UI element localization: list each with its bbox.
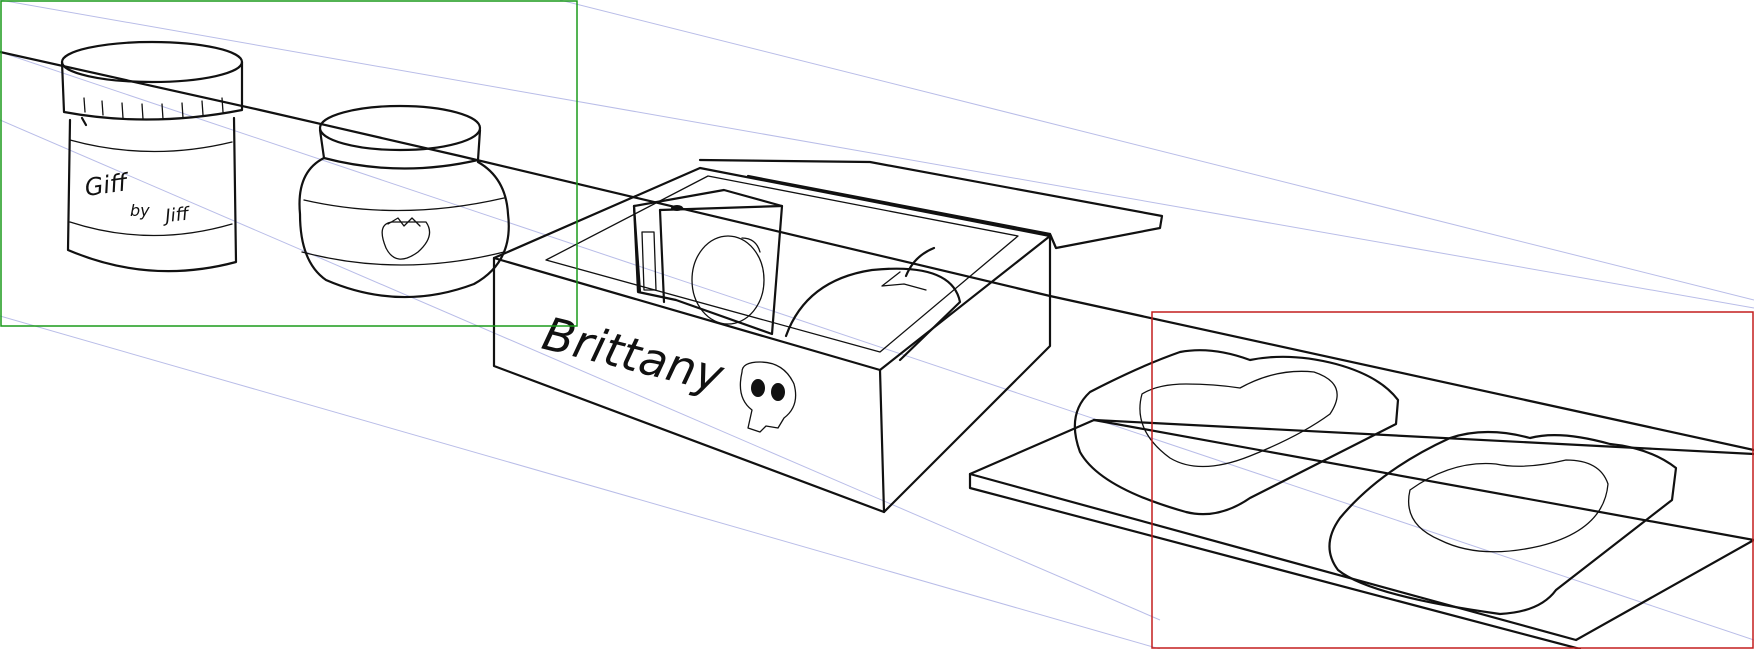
- juice-box: [632, 188, 784, 336]
- jar-label-jiff: Jiff: [161, 203, 191, 227]
- orange-icon: [784, 246, 962, 362]
- sandwich-tray: [968, 418, 1754, 649]
- jar-label-giff: Giff: [83, 168, 132, 202]
- counter-edge: [0, 50, 1754, 452]
- apple-icon: [691, 235, 765, 325]
- skull-icon: [739, 361, 797, 433]
- jam-jar: [298, 104, 510, 299]
- selection-box-red[interactable]: [1151, 311, 1754, 649]
- lunchbox: Brittany: [492, 158, 1164, 514]
- lunchbox-name-label: Brittany: [537, 306, 729, 403]
- jar-label-by: by: [130, 201, 150, 220]
- sandwich-slice-left: [1073, 349, 1400, 516]
- peanut-butter-jar: Giff by Jiff: [60, 40, 244, 273]
- strawberry-icon: [381, 217, 431, 260]
- selection-box-green[interactable]: [0, 0, 578, 327]
- sandwich-slice-right: [1328, 430, 1678, 616]
